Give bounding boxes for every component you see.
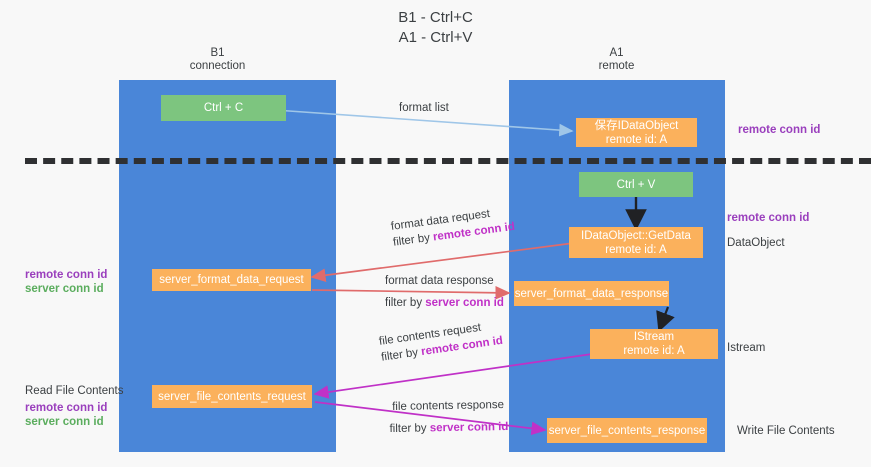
annotation-istream: Istream: [727, 342, 766, 354]
annotation-remote-conn-id-mid: remote conn id: [727, 212, 810, 224]
edge-label-file-contents-response: file contents response filter by server …: [389, 397, 509, 437]
edge-label-line1: file contents response: [392, 399, 505, 413]
node-server-file-contents-request[interactable]: server_file_contents_request: [152, 385, 312, 408]
edge-label-file-contents-request: file contents request filter by remote c…: [378, 317, 504, 366]
node-idataobject-getdata[interactable]: IDataObject::GetData remote id: A: [569, 227, 703, 258]
annotation-remote-conn-id-top: remote conn id: [738, 124, 821, 136]
lane-header-b1: B1 connection: [189, 47, 246, 72]
annotation-read-file-contents: Read File Contents: [25, 385, 124, 397]
node-ctrl-c[interactable]: Ctrl + C: [161, 95, 286, 121]
phase-divider: [25, 158, 871, 164]
lane-header-a1: A1 remote: [598, 47, 635, 72]
node-server-file-contents-response[interactable]: server_file_contents_response: [547, 418, 707, 443]
edge-label-line2: filter by server conn id: [389, 420, 509, 436]
node-server-format-data-response[interactable]: server_format_data_response: [514, 281, 669, 306]
annotation-left-remote-conn-id-2: remote conn id: [25, 402, 108, 414]
annotation-dataobject: DataObject: [727, 237, 785, 249]
node-istream[interactable]: IStream remote id: A: [590, 329, 718, 359]
node-ctrl-v[interactable]: Ctrl + V: [579, 172, 693, 197]
annotation-write-file-contents: Write File Contents: [737, 425, 835, 437]
node-save-idataobject[interactable]: 保存IDataObject remote id: A: [576, 118, 697, 147]
node-server-format-data-request[interactable]: server_format_data_request: [152, 269, 311, 291]
edge-label-format-data-request: format data request filter by remote con…: [390, 203, 516, 251]
edge-label-line1: format data response: [385, 275, 494, 287]
edge-label-format-list: format list: [399, 102, 449, 114]
page-title: B1 - Ctrl+C A1 - Ctrl+V: [398, 9, 473, 46]
edge-label-format-data-response: format data response filter by server co…: [385, 273, 504, 311]
annotation-left-server-conn-id: server conn id: [25, 283, 104, 295]
edge-label-filter-key: server conn id: [425, 297, 504, 309]
edge-label-line2: filter by server conn id: [385, 297, 504, 309]
annotation-left-server-conn-id-2: server conn id: [25, 416, 104, 428]
edge-label-filter-key: server conn id: [429, 420, 509, 435]
annotation-left-remote-conn-id: remote conn id: [25, 269, 108, 281]
